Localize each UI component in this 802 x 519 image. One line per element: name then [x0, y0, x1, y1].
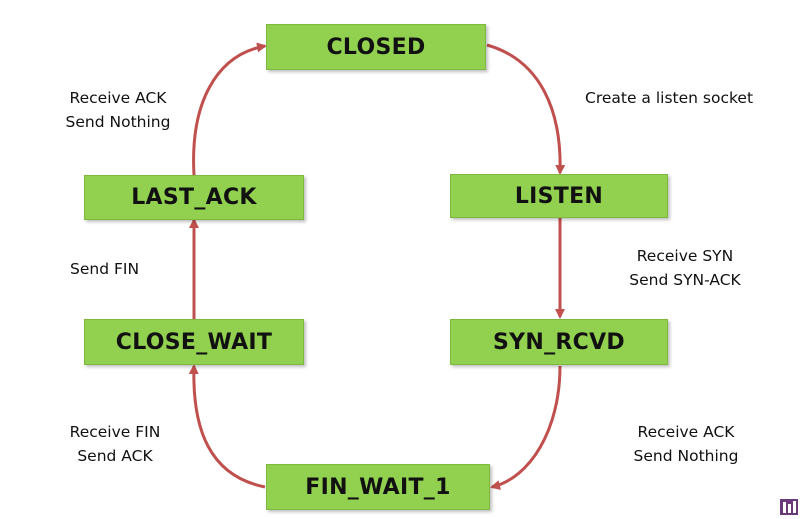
- state-listen: LISTEN: [450, 174, 668, 218]
- label-last-ack-to-closed-line2: Send Nothing: [65, 113, 171, 131]
- arrow-fin-wait-1-to-close-wait: [188, 364, 266, 489]
- label-closed-to-listen-line1: Create a listen socket: [585, 89, 754, 107]
- arrow-last-ack-to-closed: [192, 42, 267, 176]
- label-last-ack-to-closed-line1: Receive ACK: [69, 89, 167, 107]
- label-listen-to-syn-rcvd-line1: Receive SYN: [636, 247, 734, 265]
- label-closed-to-listen: Create a listen socket: [585, 86, 753, 110]
- label-syn-rcvd-to-fin-wait-1: Receive ACK Send Nothing: [616, 420, 756, 468]
- label-listen-to-syn-rcvd: Receive SYN Send SYN-ACK: [610, 244, 760, 292]
- state-last-ack: LAST_ACK: [84, 175, 304, 220]
- label-listen-to-syn-rcvd-line2: Send SYN-ACK: [629, 271, 741, 289]
- label-fin-wait-1-to-close-wait-line1: Receive FIN: [69, 423, 161, 441]
- label-close-wait-to-last-ack: Send FIN: [70, 257, 139, 281]
- state-fin-wait-1: FIN_WAIT_1: [266, 464, 490, 510]
- state-syn-rcvd: SYN_RCVD: [450, 319, 668, 365]
- arrow-syn-rcvd-to-fin-wait-1: [490, 365, 562, 491]
- arrow-closed-to-listen: [486, 43, 566, 175]
- label-last-ack-to-closed: Receive ACK Send Nothing: [48, 86, 188, 134]
- state-closed: CLOSED: [266, 24, 486, 70]
- label-fin-wait-1-to-close-wait-line2: Send ACK: [77, 447, 153, 465]
- state-close-wait: CLOSE_WAIT: [84, 319, 304, 365]
- label-fin-wait-1-to-close-wait: Receive FIN Send ACK: [50, 420, 180, 468]
- label-syn-rcvd-to-fin-wait-1-line1: Receive ACK: [637, 423, 735, 441]
- corner-logo-icon: [780, 499, 798, 515]
- label-syn-rcvd-to-fin-wait-1-line2: Send Nothing: [633, 447, 739, 465]
- label-close-wait-to-last-ack-line1: Send FIN: [70, 260, 140, 278]
